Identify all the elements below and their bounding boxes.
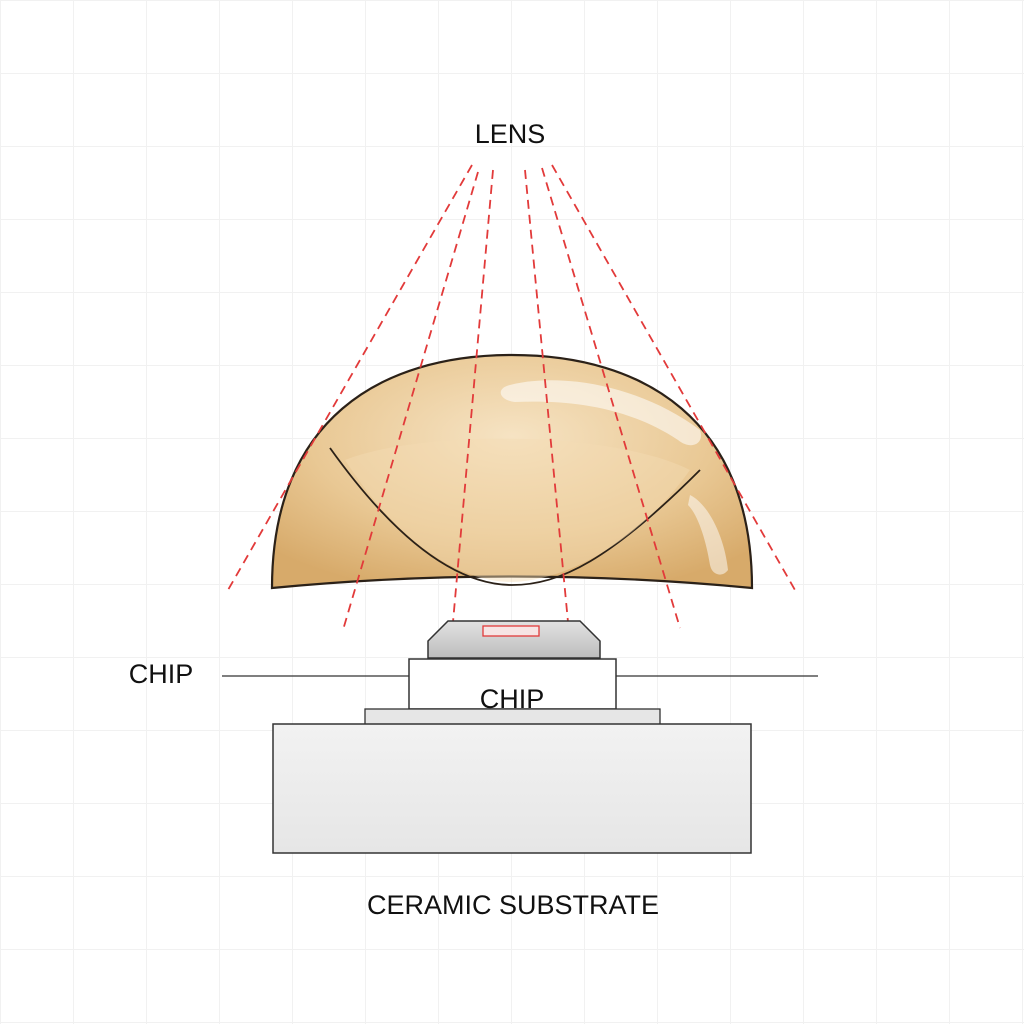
light-ray: [541, 167, 681, 629]
chip-die: [427, 620, 601, 659]
light-ray: [452, 169, 494, 623]
lens-highlight-side: [688, 495, 728, 575]
chip-die-body: [427, 620, 601, 659]
chip-emitter: [482, 625, 540, 637]
ceramic-substrate: [272, 723, 752, 854]
light-ray: [551, 164, 796, 591]
lens: [270, 353, 754, 590]
light-ray: [342, 171, 479, 631]
chip-block: [408, 658, 617, 710]
light-ray: [524, 169, 569, 623]
base-plate: [364, 708, 661, 726]
chip-side-label: CHIP: [129, 659, 194, 689]
light-rays: [227, 164, 796, 631]
substrate-label: CERAMIC SUBSTRATE: [367, 890, 659, 920]
lens-inner-curve: [329, 447, 701, 586]
lens-label: LENS: [475, 119, 546, 149]
lens-highlight: [500, 380, 701, 446]
lens-inner-shading: [345, 438, 690, 582]
light-ray: [227, 164, 473, 591]
